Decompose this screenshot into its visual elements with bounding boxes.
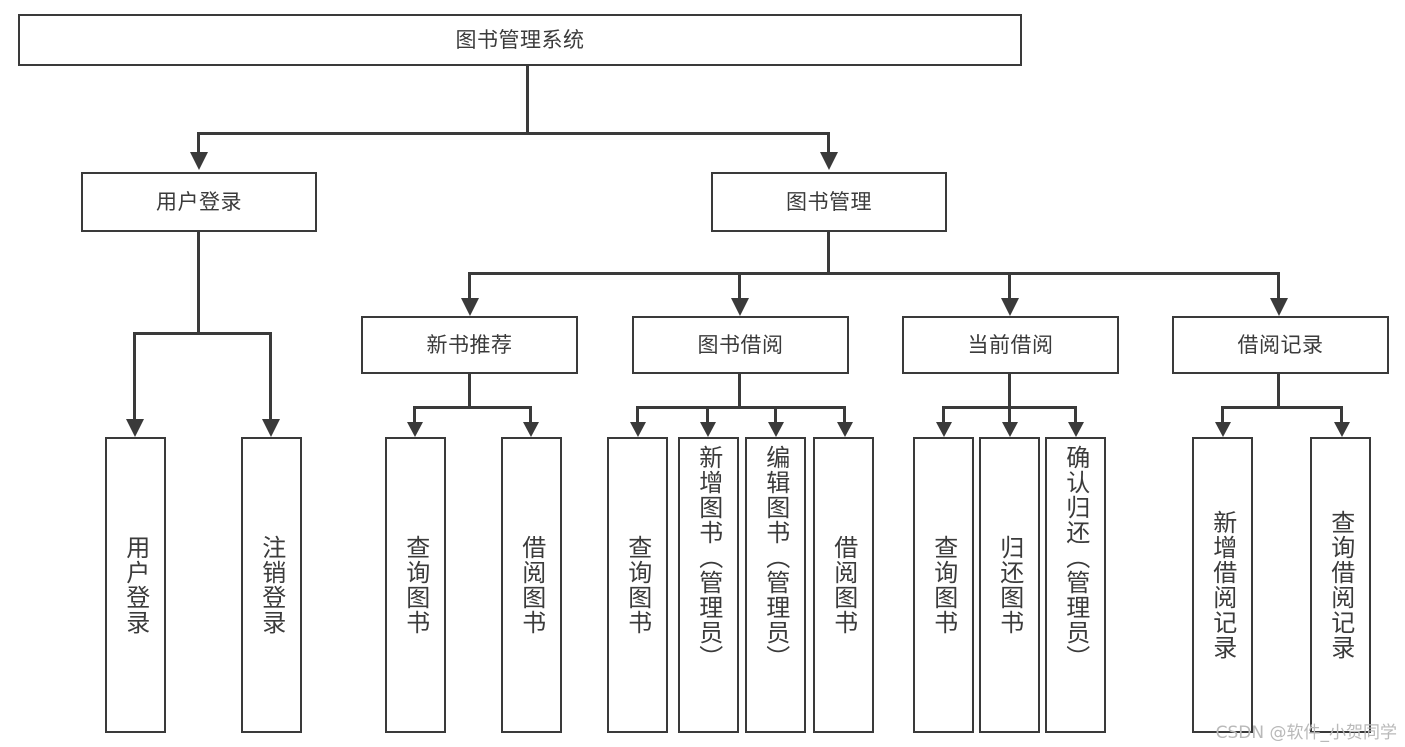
arrow-to-leaf-query-book-1 (407, 422, 423, 437)
connector-borrow-stem (738, 374, 741, 408)
connector-recommend-drop-2 (529, 406, 532, 422)
connector-recommend-drop-1 (413, 406, 416, 422)
node-book-management[interactable]: 图书管理 (711, 172, 947, 232)
leaf-borrow-book-recommend[interactable]: 借阅图书 (501, 437, 562, 733)
leaf-query-borrow-record[interactable]: 查询借阅记录 (1310, 437, 1371, 733)
arrow-to-leaf-add-book (700, 422, 716, 437)
node-label: 用户登录 (121, 535, 150, 635)
connector-record-stem (1277, 374, 1280, 408)
connector-current-drop-3 (1074, 406, 1077, 422)
node-label: 查询图书 (401, 535, 430, 635)
node-label: 注销登录 (257, 535, 286, 635)
node-label: 借阅图书 (517, 535, 546, 635)
connector-book-manage-drop-2 (738, 272, 741, 298)
arrow-to-borrow-record (1270, 298, 1288, 316)
node-label: 图书管理系统 (455, 27, 585, 52)
node-label: 图书借阅 (697, 332, 784, 357)
arrow-to-leaf-query-book-3 (936, 422, 952, 437)
connector-current-drop-1 (942, 406, 945, 422)
connector-recommend-stem (468, 374, 471, 408)
node-label: 用户登录 (156, 189, 242, 214)
arrow-to-current-borrow (1001, 298, 1019, 316)
arrow-to-leaf-logout (262, 419, 280, 437)
connector-record-bar (1221, 406, 1343, 409)
connector-book-manage-stem (827, 232, 830, 274)
arrow-to-new-book-recommend (461, 298, 479, 316)
node-new-book-recommend[interactable]: 新书推荐 (361, 316, 578, 374)
connector-book-manage-bar (468, 272, 1280, 275)
connector-book-manage-drop-4 (1277, 272, 1280, 298)
leaf-edit-book[interactable]: 编辑图书（管理员） (745, 437, 806, 733)
arrow-to-leaf-confirm-return (1068, 422, 1084, 437)
leaf-add-borrow-record[interactable]: 新增借阅记录 (1192, 437, 1253, 733)
arrow-to-leaf-query-record (1334, 422, 1350, 437)
node-label: 当前借阅 (967, 332, 1054, 357)
node-label: 新增借阅记录 (1208, 510, 1237, 660)
node-label: 图书管理 (786, 189, 872, 214)
arrow-to-user-login (190, 152, 208, 170)
node-label: 归还图书 (995, 535, 1024, 635)
arrow-to-book-manage (820, 152, 838, 170)
connector-user-login-bar (133, 332, 269, 335)
node-label: 查询图书 (623, 535, 652, 635)
arrow-to-leaf-add-record (1215, 422, 1231, 437)
node-borrow-record[interactable]: 借阅记录 (1172, 316, 1389, 374)
arrow-to-book-borrow (731, 298, 749, 316)
connector-record-drop-1 (1221, 406, 1224, 422)
leaf-confirm-return[interactable]: 确认归还（管理员） (1045, 437, 1106, 733)
node-label: 编辑图书（管理员） (761, 445, 790, 670)
leaf-query-book-recommend[interactable]: 查询图书 (385, 437, 446, 733)
connector-current-stem (1008, 374, 1011, 408)
csdn-watermark: CSDN @软件_小贺同学 (1215, 723, 1397, 743)
connector-user-login-drop-2 (269, 332, 272, 419)
node-label: 查询图书 (929, 535, 958, 635)
connector-root-bar (197, 132, 829, 135)
leaf-user-login[interactable]: 用户登录 (105, 437, 166, 733)
connector-recommend-bar (413, 406, 532, 409)
node-label: 查询借阅记录 (1326, 510, 1355, 660)
connector-borrow-drop-3 (774, 406, 777, 422)
leaf-borrow-book[interactable]: 借阅图书 (813, 437, 874, 733)
leaf-query-book-borrow[interactable]: 查询图书 (607, 437, 668, 733)
connector-current-drop-2 (1008, 406, 1011, 422)
connector-borrow-drop-4 (843, 406, 846, 422)
connector-root-left-drop (197, 132, 200, 152)
connector-borrow-bar (636, 406, 846, 409)
node-user-login[interactable]: 用户登录 (81, 172, 317, 232)
arrow-to-leaf-query-book-2 (630, 422, 646, 437)
connector-user-login-drop-1 (133, 332, 136, 419)
leaf-query-book-current[interactable]: 查询图书 (913, 437, 974, 733)
connector-root-stem (526, 66, 529, 134)
node-current-borrow[interactable]: 当前借阅 (902, 316, 1119, 374)
leaf-add-book[interactable]: 新增图书（管理员） (678, 437, 739, 733)
node-label: 新书推荐 (426, 332, 513, 357)
node-label: 确认归还（管理员） (1061, 445, 1090, 670)
leaf-logout[interactable]: 注销登录 (241, 437, 302, 733)
connector-book-manage-drop-1 (468, 272, 471, 298)
connector-root-right-drop (827, 132, 830, 152)
connector-record-drop-2 (1340, 406, 1343, 422)
connector-user-login-stem (197, 232, 200, 334)
arrow-to-leaf-borrow-book-1 (523, 422, 539, 437)
node-label: 借阅记录 (1237, 332, 1324, 357)
node-book-borrow[interactable]: 图书借阅 (632, 316, 849, 374)
arrow-to-leaf-return-book (1002, 422, 1018, 437)
node-label: 新增图书（管理员） (694, 445, 723, 670)
arrow-to-leaf-edit-book (768, 422, 784, 437)
connector-book-manage-drop-3 (1008, 272, 1011, 298)
leaf-return-book[interactable]: 归还图书 (979, 437, 1040, 733)
node-root-system[interactable]: 图书管理系统 (18, 14, 1022, 66)
connector-borrow-drop-2 (706, 406, 709, 422)
node-label: 借阅图书 (829, 535, 858, 635)
connector-borrow-drop-1 (636, 406, 639, 422)
arrow-to-leaf-borrow-book-2 (837, 422, 853, 437)
arrow-to-leaf-user-login (126, 419, 144, 437)
